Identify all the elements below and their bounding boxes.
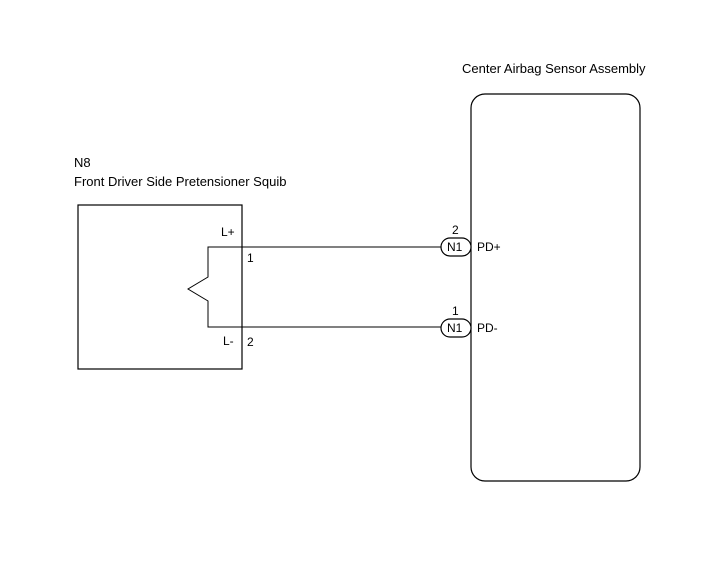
squib-terminal-l-plus: L+	[221, 225, 235, 239]
connector-n1-upper	[440, 237, 472, 257]
squib-title: Front Driver Side Pretensioner Squib	[74, 174, 286, 189]
connector-n1-upper-label: N1	[447, 240, 463, 254]
connector-pin-1: 1	[452, 304, 459, 318]
squib-code: N8	[74, 155, 91, 170]
squib-box	[77, 204, 243, 370]
squib-element-symbol	[187, 246, 242, 328]
connector-pin-2: 2	[452, 223, 459, 237]
squib-pin-1: 1	[247, 251, 254, 265]
connector-n1-lower	[440, 318, 472, 338]
ecu-terminal-pd-minus: PD-	[477, 321, 498, 335]
squib-terminal-l-minus: L-	[223, 334, 234, 348]
ecu-terminal-pd-plus: PD+	[477, 240, 501, 254]
ecu-box	[470, 93, 641, 482]
connector-n1-lower-label: N1	[447, 321, 463, 335]
squib-pin-2: 2	[247, 335, 254, 349]
ecu-title: Center Airbag Sensor Assembly	[462, 61, 646, 76]
